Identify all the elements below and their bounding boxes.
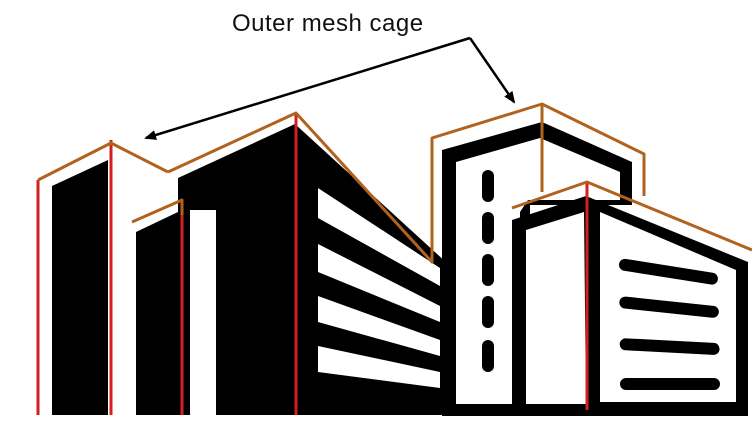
front-right-building [512,196,748,415]
annotation-arrows [144,36,516,140]
central-facade-cutout [190,210,216,415]
red-support-lines [36,113,589,415]
annotation-label: Outer mesh cage [232,10,424,37]
back-right-building [442,122,632,415]
arrow-to-right-cage [468,37,516,104]
small-middle-building [136,212,178,415]
central-building-stripes [318,188,440,388]
left-tower [52,160,108,415]
outer-mesh-cage [37,102,752,264]
arrow-to-left-cage [144,36,471,140]
central-building [178,124,448,415]
ground-line [442,404,748,416]
